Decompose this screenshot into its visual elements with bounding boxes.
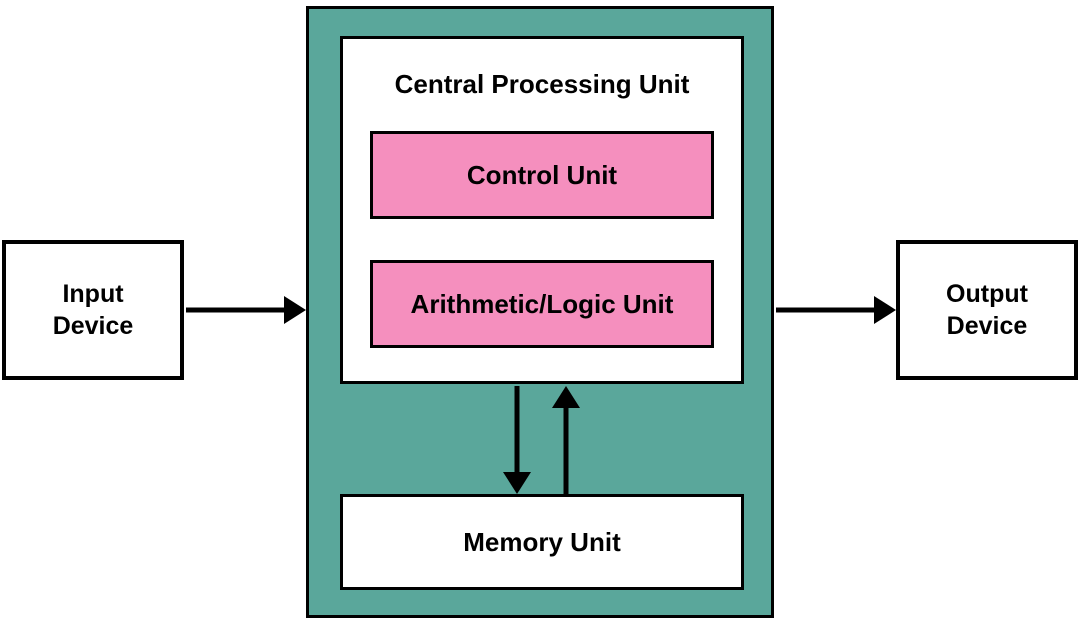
memory-unit-label: Memory Unit <box>463 526 621 557</box>
input-device-label-line2: Device <box>52 312 134 340</box>
output-device-label-line1: Output <box>946 279 1028 308</box>
cpu-to-output-arrow <box>776 296 896 324</box>
control-unit-label: Control Unit <box>466 159 618 190</box>
input-device-label-line1: Input <box>62 279 124 308</box>
output-device-box: Output Device <box>896 240 1078 380</box>
memory-unit-box: Memory Unit <box>340 494 744 590</box>
output-device-label: Output Device <box>946 278 1028 343</box>
input-device-label: Input Device <box>53 278 134 343</box>
control-unit-box: Control Unit <box>370 131 714 219</box>
alu-box: Arithmetic/Logic Unit <box>370 260 714 348</box>
input-to-cpu-arrow <box>186 296 306 324</box>
output-device-label-line2: Device <box>946 312 1028 340</box>
alu-label: Arithmetic/Logic Unit <box>410 288 674 319</box>
cpu-title: Central Processing Unit <box>394 69 690 99</box>
input-device-box: Input Device <box>2 240 184 380</box>
